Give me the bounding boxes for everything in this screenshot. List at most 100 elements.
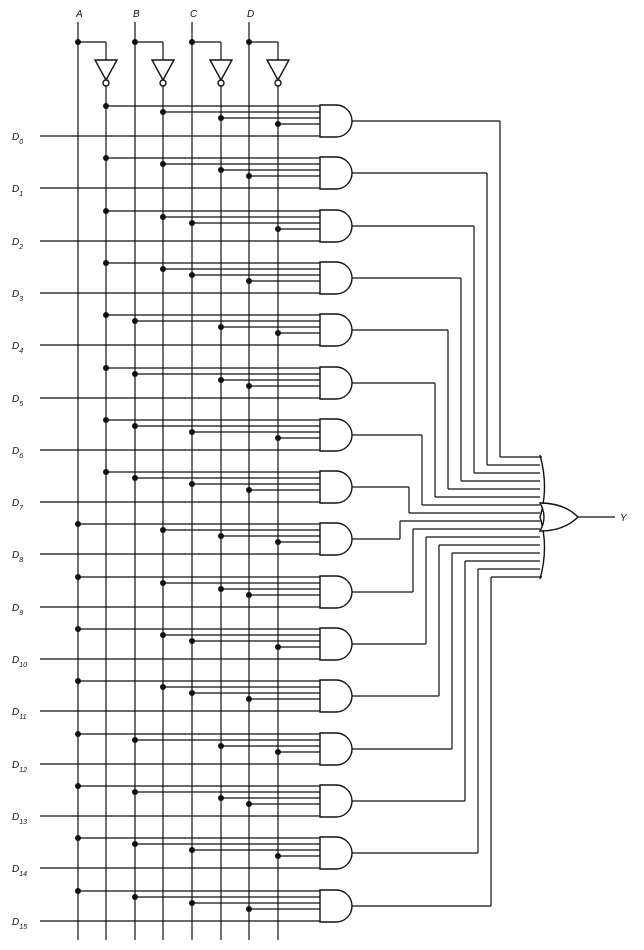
data-label-6: D6 <box>12 446 23 460</box>
junction-gate-9-b <box>160 580 166 586</box>
junction-gate-10-c <box>189 638 195 644</box>
junction-gate-10-a <box>75 626 81 632</box>
data-label-2: D2 <box>12 237 23 251</box>
or-gate-input-bar <box>539 454 546 580</box>
junction-gate-14-c <box>189 847 195 853</box>
junction-gate-8-b <box>160 527 166 533</box>
junction-dots-layer <box>75 39 281 912</box>
and-gate-4 <box>319 313 353 347</box>
output-label-y: Y <box>620 513 628 524</box>
junction-gate-6-a <box>103 417 109 423</box>
junction-gate-2-b <box>160 214 166 220</box>
data-label-13: D13 <box>12 812 27 826</box>
junction-gate-5-c <box>218 377 224 383</box>
junction-gate-4-b <box>132 318 138 324</box>
junction-gate-1-c <box>218 167 224 173</box>
data-label-15: D15 <box>12 917 27 931</box>
junction-gate-15-a <box>75 888 81 894</box>
and-gate-14 <box>319 836 353 870</box>
junction-gate-0-c <box>218 115 224 121</box>
junction-gate-4-a <box>103 312 109 318</box>
junction-gate-0-b <box>160 109 166 115</box>
and-gate-5 <box>319 366 353 400</box>
junction-gate-3-d <box>246 278 252 284</box>
select-label-a: A <box>75 9 83 20</box>
junction-gate-13-c <box>218 795 224 801</box>
and-gate-3 <box>319 261 353 295</box>
junction-gate-2-a <box>103 208 109 214</box>
junction-gate-15-d <box>246 906 252 912</box>
junction-gate-6-d <box>275 435 281 441</box>
junction-gate-5-a <box>103 365 109 371</box>
junction-gate-14-d <box>275 853 281 859</box>
junction-gate-11-d <box>246 696 252 702</box>
inverter-bubble-b <box>159 79 167 87</box>
data-label-5: D5 <box>12 394 23 408</box>
and-gate-11 <box>319 679 353 713</box>
junction-gate-4-c <box>218 324 224 330</box>
select-label-b: B <box>133 9 140 20</box>
junction-gate-12-d <box>275 749 281 755</box>
junction-gate-6-b <box>132 423 138 429</box>
junction-gate-11-b <box>160 684 166 690</box>
junction-gate-7-b <box>132 475 138 481</box>
junction-a <box>75 39 81 45</box>
and-gate-9 <box>319 575 353 609</box>
junction-gate-13-d <box>246 801 252 807</box>
junction-gate-7-c <box>189 481 195 487</box>
junction-gate-13-b <box>132 789 138 795</box>
junction-gate-5-b <box>132 371 138 377</box>
inverter-b <box>150 59 176 82</box>
junction-gate-12-b <box>132 737 138 743</box>
data-label-0: D0 <box>12 132 23 146</box>
and-gate-6 <box>319 418 353 452</box>
junction-gate-8-d <box>275 539 281 545</box>
junction-gate-7-d <box>246 487 252 493</box>
data-label-10: D10 <box>12 655 27 669</box>
junction-gate-1-d <box>246 173 252 179</box>
junction-gate-3-c <box>189 272 195 278</box>
data-label-9: D9 <box>12 603 23 617</box>
data-label-8: D8 <box>12 550 23 564</box>
junction-gate-0-d <box>275 121 281 127</box>
and-gate-8 <box>319 522 353 556</box>
data-label-1: D1 <box>12 184 23 198</box>
data-label-11: D11 <box>12 707 27 721</box>
junction-gate-9-c <box>218 586 224 592</box>
junction-gate-0-a <box>103 103 109 109</box>
junction-gate-4-d <box>275 330 281 336</box>
and-gate-7 <box>319 470 353 504</box>
and-gate-15 <box>319 889 353 923</box>
junction-gate-5-d <box>246 383 252 389</box>
junction-gate-3-a <box>103 260 109 266</box>
junction-gate-14-a <box>75 835 81 841</box>
junction-gate-10-b <box>160 632 166 638</box>
data-label-4: D4 <box>12 341 23 355</box>
junction-gate-11-a <box>75 678 81 684</box>
inverter-bubble-a <box>102 79 110 87</box>
junction-b <box>132 39 138 45</box>
data-label-14: D14 <box>12 864 27 878</box>
junction-gate-1-b <box>160 161 166 167</box>
junction-gate-15-c <box>189 900 195 906</box>
junction-gate-15-b <box>132 894 138 900</box>
data-label-12: D12 <box>12 760 27 774</box>
select-label-d: D <box>247 9 254 20</box>
junction-gate-10-d <box>275 644 281 650</box>
junction-gate-2-d <box>275 226 281 232</box>
wires-layer <box>40 22 615 940</box>
junction-d <box>246 39 252 45</box>
and-gate-10 <box>319 627 353 661</box>
and-gate-13 <box>319 784 353 818</box>
or-gate <box>538 502 579 532</box>
junction-gate-1-a <box>103 155 109 161</box>
inverter-bubble-c <box>217 79 225 87</box>
junction-gate-8-a <box>75 521 81 527</box>
junction-gate-2-c <box>189 220 195 226</box>
inverter-d <box>265 59 291 82</box>
junction-gate-8-c <box>218 533 224 539</box>
select-label-c: C <box>190 9 198 20</box>
junction-gate-9-a <box>75 574 81 580</box>
junction-gate-14-b <box>132 841 138 847</box>
